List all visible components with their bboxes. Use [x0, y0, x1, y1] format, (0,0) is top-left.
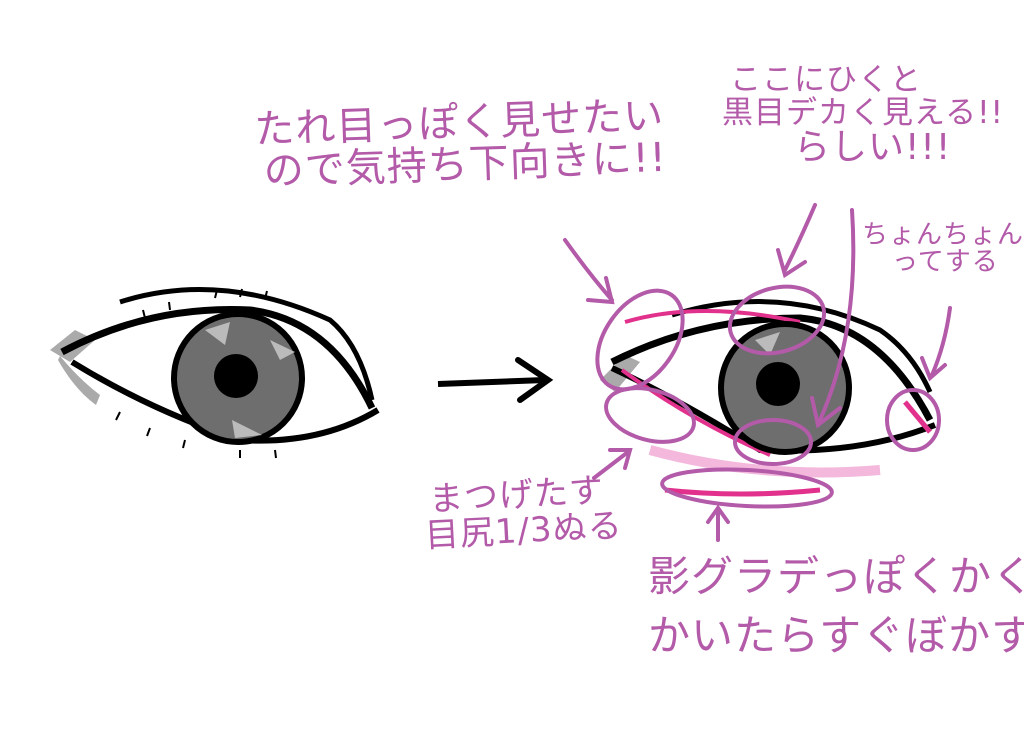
note-line: かいたらすぐぼかす — [648, 610, 1024, 660]
iris — [171, 311, 305, 445]
arrow-icon — [437, 357, 554, 403]
note-lashes: まつげたす 目尻1/3ぬる — [422, 471, 624, 556]
note-line: 影グラデっぽくかく — [648, 552, 1024, 601]
note-shadow: 影グラデっぽくかく かいたらすぐぼかす — [648, 548, 1024, 666]
note-line: ここにひくと — [730, 62, 922, 98]
note-line: ってする — [892, 247, 999, 278]
note-upper-line: ここにひくと 黒目デカく見える!! らしい!!! — [722, 64, 1004, 167]
note-line: ちょんちょん — [862, 220, 1024, 250]
note-line: 黒目デカく見える!! — [722, 94, 1004, 131]
note-droopy-eyes: たれ目っぽく見せたい ので気持ち下向きに!! — [254, 93, 668, 195]
annotation-marks — [563, 203, 952, 542]
note-dots: ちょんちょん ってする — [862, 220, 1024, 278]
note-line: らしい!!! — [794, 127, 952, 169]
eye-before — [50, 287, 380, 459]
